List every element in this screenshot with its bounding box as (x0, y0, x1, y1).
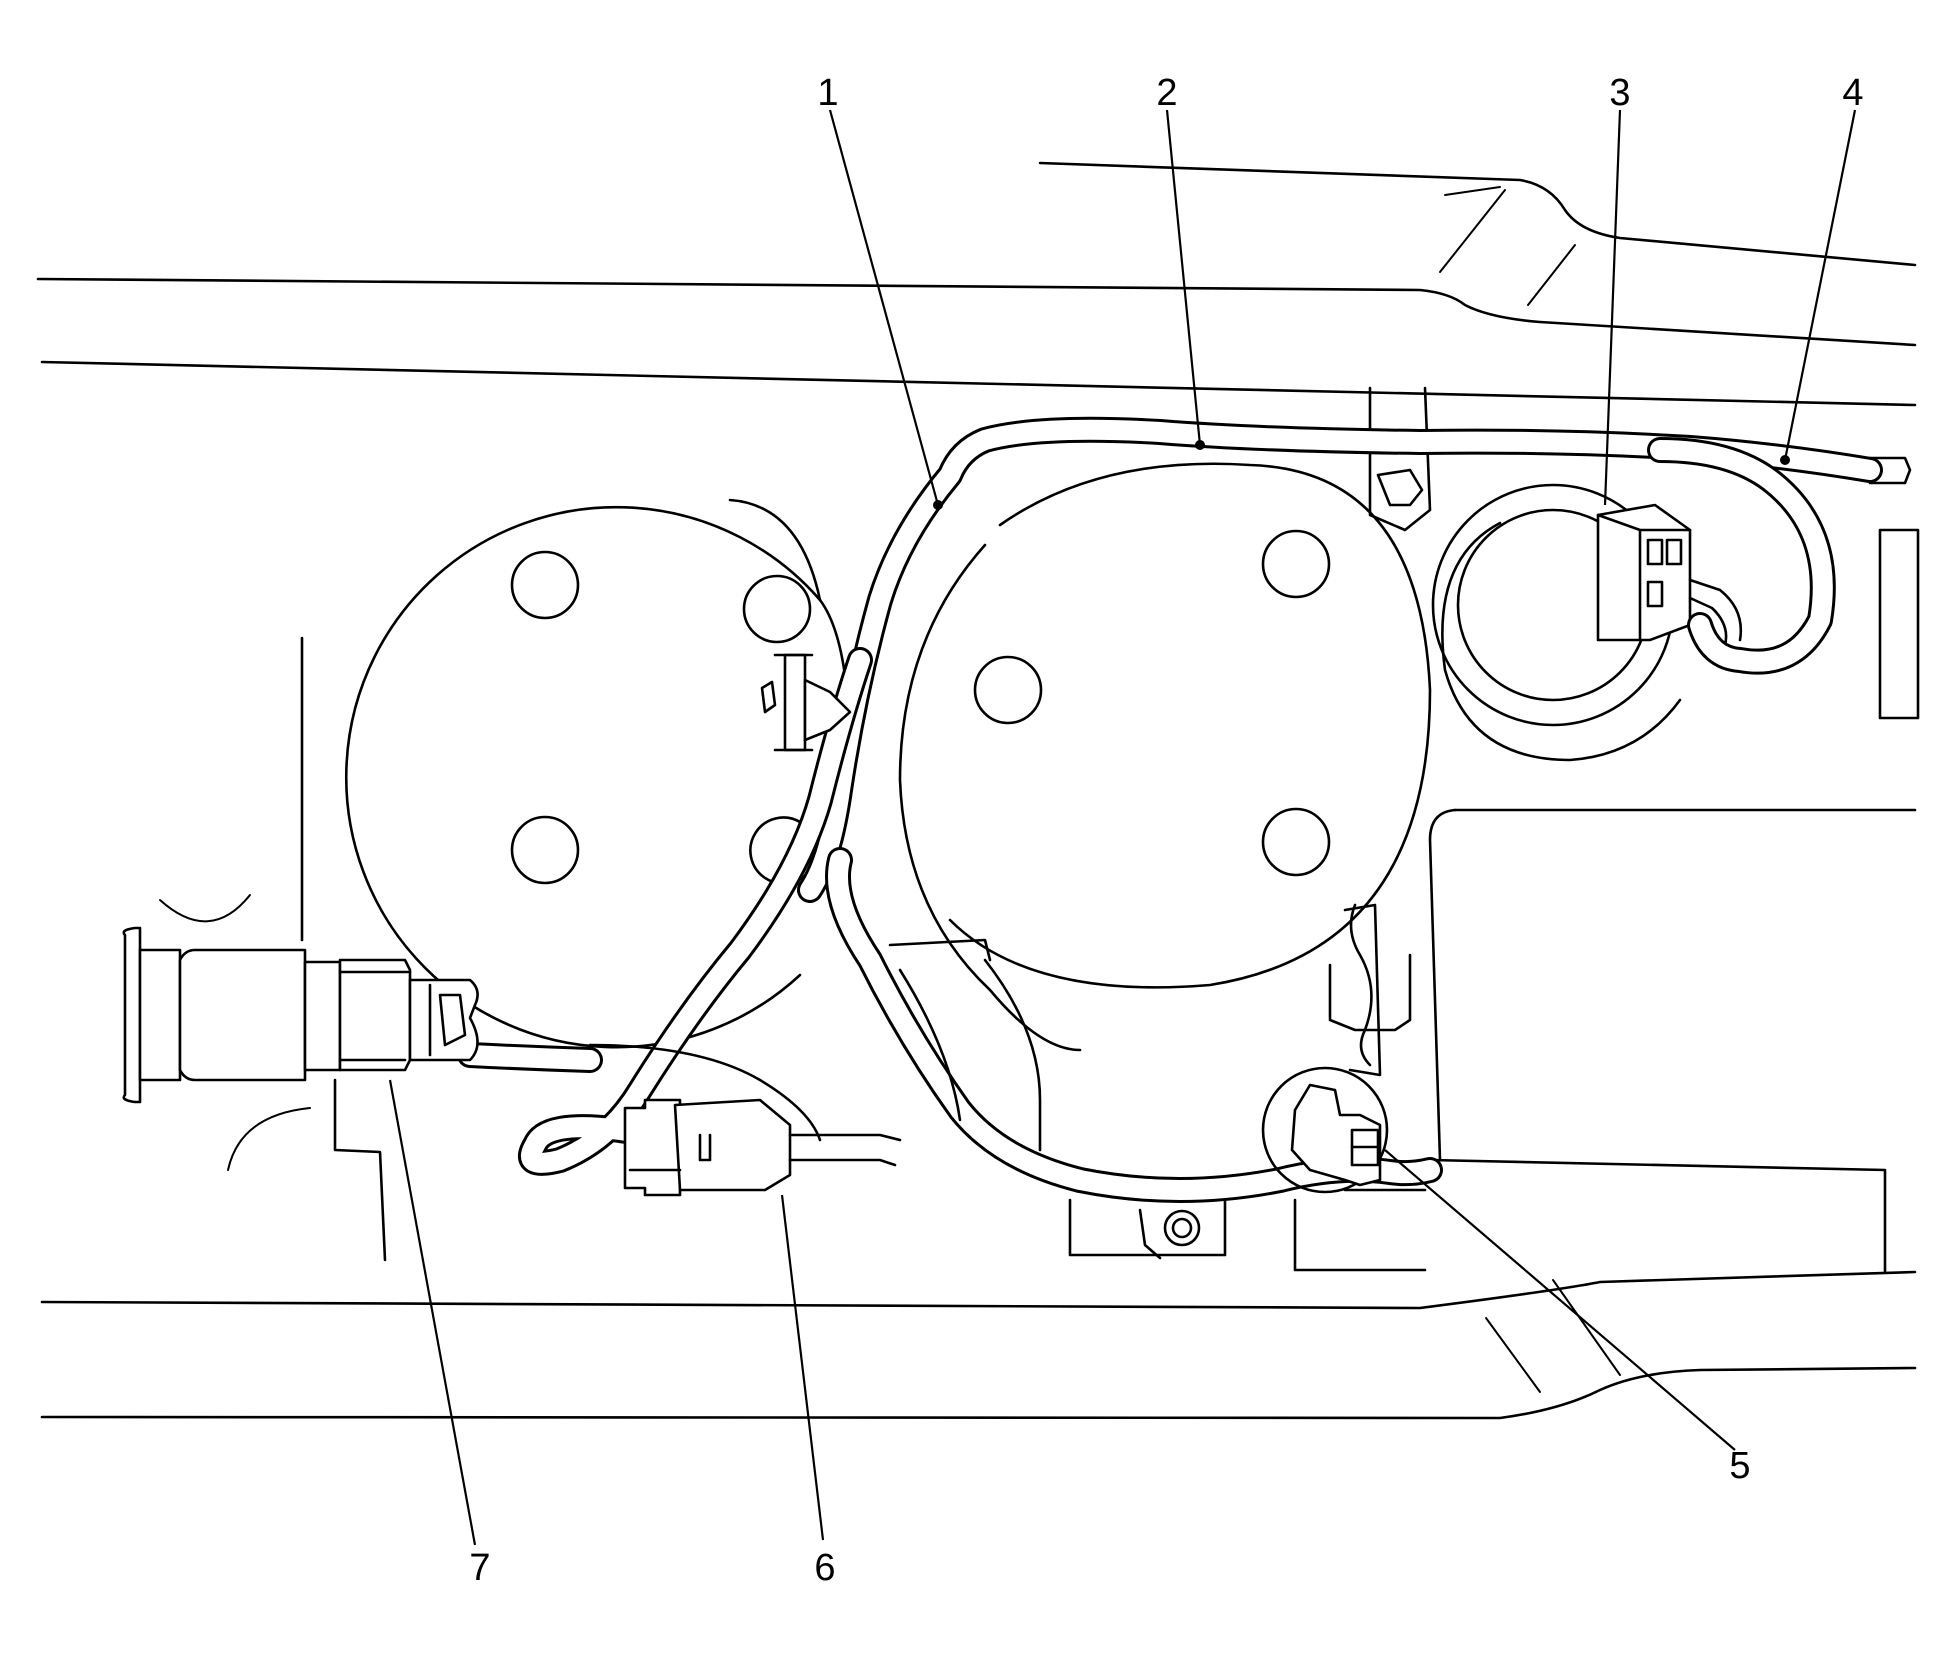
bolt-hole-left-1 (510, 550, 580, 620)
bolt-hole-center-1 (1261, 529, 1331, 599)
t-clip (760, 653, 852, 752)
callout-6: 6 (814, 1547, 835, 1589)
left-round-housing (344, 498, 852, 1049)
leader-lines (388, 109, 1857, 1546)
callout-4: 4 (1842, 72, 1863, 114)
connector-7-plug (122, 926, 479, 1104)
bolt-hole-center-2 (973, 655, 1043, 725)
center-round-housing (898, 462, 1432, 1052)
harness-clip (1328, 903, 1412, 1077)
callout-1: 1 (817, 72, 838, 114)
callout-2: 2 (1156, 72, 1177, 114)
bolt-hole-left-3 (510, 815, 580, 885)
body-structure (36, 161, 1920, 1420)
right-round-socket (1368, 386, 1682, 762)
bolt-hole-center-3 (1261, 807, 1331, 877)
callout-5: 5 (1729, 1445, 1750, 1487)
bolt-hole-left-2 (742, 574, 812, 644)
callout-3: 3 (1609, 72, 1630, 114)
center-bracket (888, 938, 1427, 1272)
connector-3-body (1596, 503, 1743, 647)
connector-6 (623, 1098, 902, 1197)
callout-labels: 1 2 3 4 5 6 7 (469, 72, 1863, 1589)
callout-7: 7 (469, 1547, 490, 1589)
connector-5 (1261, 1066, 1389, 1194)
harness-end-4 (1868, 456, 1912, 485)
